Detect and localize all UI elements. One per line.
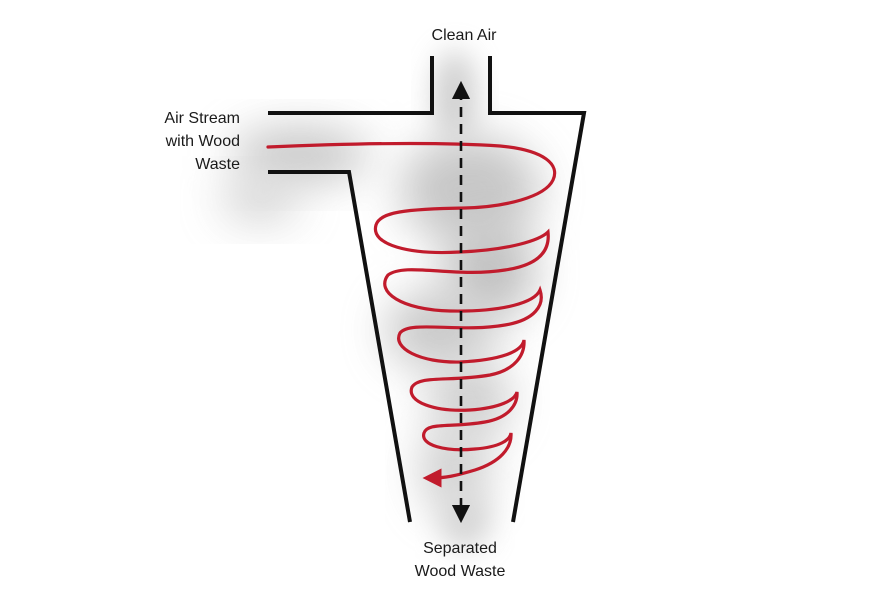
separated-waste-line-1: Separated (423, 540, 497, 557)
dust-cloud (220, 50, 540, 550)
separated-waste-label: Separated Wood Waste (395, 537, 525, 583)
inlet-label-line-1: Air Stream (164, 110, 240, 127)
inlet-label: Air Stream with Wood Waste (164, 107, 240, 176)
clean-air-label: Clean Air (404, 24, 524, 47)
clean-air-text: Clean Air (431, 27, 497, 44)
outlet-pipe-left-wall (268, 56, 434, 115)
cyclone-outline (268, 56, 587, 523)
inlet-lower-wall (268, 170, 412, 523)
inlet-label-line-3: Waste (195, 156, 240, 173)
spiral-airflow-path (266, 141, 557, 488)
separated-waste-line-2: Wood Waste (414, 563, 506, 580)
outlet-pipe-right-wall (488, 56, 587, 523)
inlet-label-line-2: with Wood (165, 133, 240, 150)
